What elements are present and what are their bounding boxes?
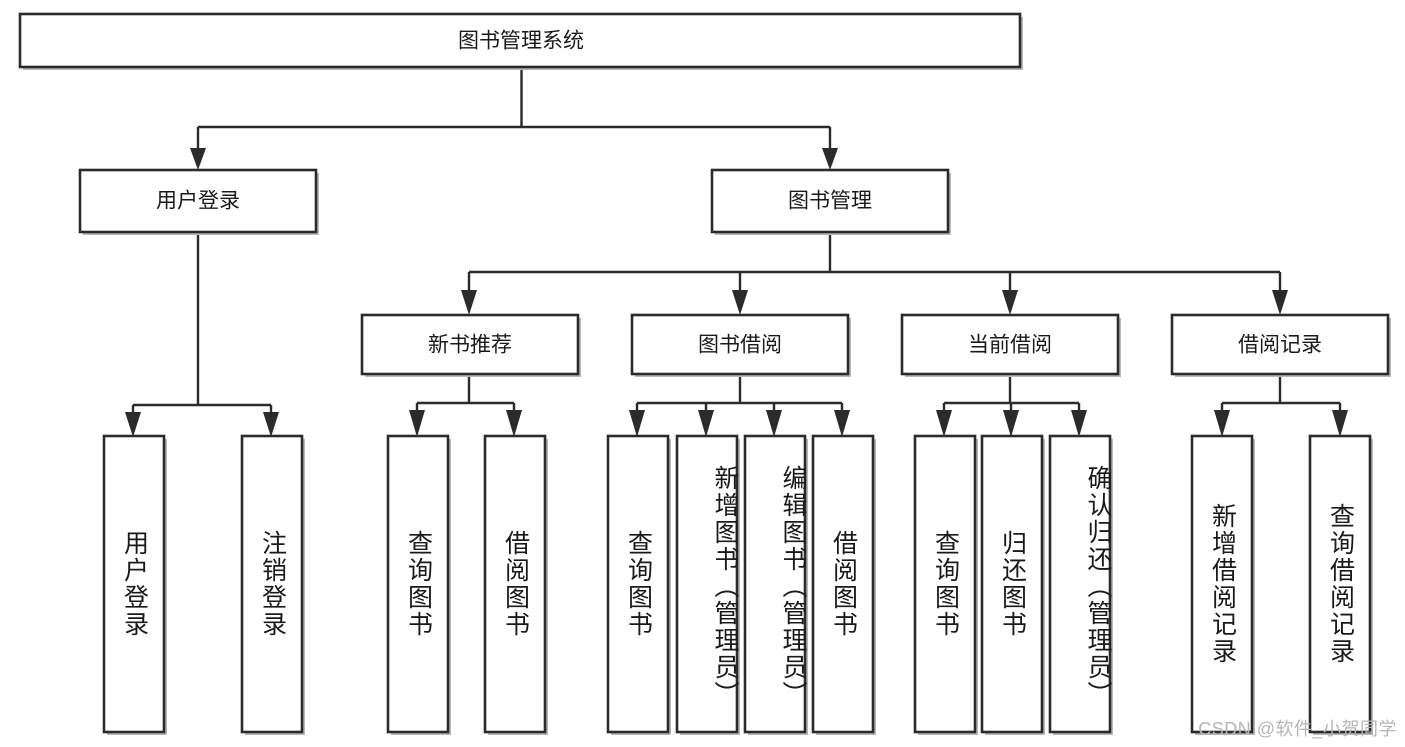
- borrow-record-label: 借阅记录: [1238, 334, 1322, 357]
- leaf-return-book-box[interactable]: [980, 434, 1044, 734]
- leaf-query-book-3-box[interactable]: [913, 434, 977, 734]
- watermark-text: CSDN @软件_小贺同学: [1198, 719, 1397, 739]
- leaf-logout-login-box[interactable]: [240, 434, 304, 734]
- arrowhead-leaf-query-book-1: [409, 410, 425, 437]
- leaf-query-record-box[interactable]: [1308, 434, 1372, 734]
- arrowhead-user-login: [190, 148, 206, 170]
- arrowhead-new-book-recommend: [461, 290, 477, 315]
- arrowhead-leaf-query-book-2: [629, 410, 645, 437]
- user-login-label: 用户登录: [156, 190, 240, 213]
- new-book-recommend-label: 新书推荐: [428, 334, 512, 357]
- book-borrow-label: 图书借阅: [698, 334, 782, 357]
- arrowhead-leaf-borrow-book-2: [834, 410, 850, 437]
- leaf-edit-book-box[interactable]: [743, 434, 807, 734]
- arrowhead-leaf-logout-login: [263, 412, 279, 437]
- current-borrow-label: 当前借阅: [968, 334, 1052, 357]
- node-book-management[interactable]: 图书管理: [710, 168, 951, 235]
- arrowhead-book-management: [822, 148, 838, 170]
- book-management-label: 图书管理: [788, 190, 872, 213]
- new-book-recommend-box: [360, 313, 580, 376]
- book-management-box: [710, 168, 950, 234]
- book-borrow-box: [630, 313, 850, 376]
- root-label: 图书管理系统: [458, 30, 584, 53]
- node-root[interactable]: 图书管理系统: [18, 12, 1023, 70]
- leaf-confirm-return-box[interactable]: [1048, 434, 1112, 734]
- node-current-borrow[interactable]: 当前借阅: [900, 313, 1121, 377]
- leaf-borrow-book-2-box[interactable]: [811, 434, 875, 734]
- arrowhead-current-borrow: [1002, 290, 1018, 315]
- node-user-login[interactable]: 用户登录: [78, 168, 319, 235]
- user-login-box: [78, 168, 318, 234]
- leaf-borrow-book-1-box[interactable]: [483, 434, 547, 734]
- arrowhead-leaf-add-record: [1214, 410, 1230, 437]
- arrowhead-leaf-confirm-return: [1071, 410, 1087, 437]
- leaf-add-book-box[interactable]: [675, 434, 739, 734]
- arrowhead-leaf-add-book: [698, 410, 714, 437]
- current-borrow-box: [900, 313, 1120, 376]
- arrowhead-leaf-query-record: [1332, 410, 1348, 437]
- leaf-box-group: [102, 434, 1373, 735]
- borrow-record-box: [1170, 313, 1390, 376]
- node-new-book-recommend[interactable]: 新书推荐: [360, 313, 581, 377]
- arrowhead-book-borrow: [732, 290, 748, 315]
- leaf-user-login-box[interactable]: [102, 434, 166, 734]
- arrowhead-leaf-user-login: [125, 412, 141, 437]
- node-book-borrow[interactable]: 图书借阅: [630, 313, 851, 377]
- leaf-add-record-box[interactable]: [1190, 434, 1254, 734]
- node-borrow-record[interactable]: 借阅记录: [1170, 313, 1391, 377]
- leaf-query-book-2-box[interactable]: [606, 434, 670, 734]
- arrowhead-leaf-return-book: [1003, 410, 1019, 437]
- arrowhead-borrow-record: [1272, 290, 1288, 315]
- root-box: [18, 12, 1022, 69]
- leaf-query-book-1-box[interactable]: [386, 434, 450, 734]
- edge-group: [125, 67, 1348, 437]
- arrowhead-leaf-query-book-3: [936, 410, 952, 437]
- arrowhead-leaf-borrow-book-1: [506, 410, 522, 437]
- arrowhead-leaf-edit-book: [766, 410, 782, 437]
